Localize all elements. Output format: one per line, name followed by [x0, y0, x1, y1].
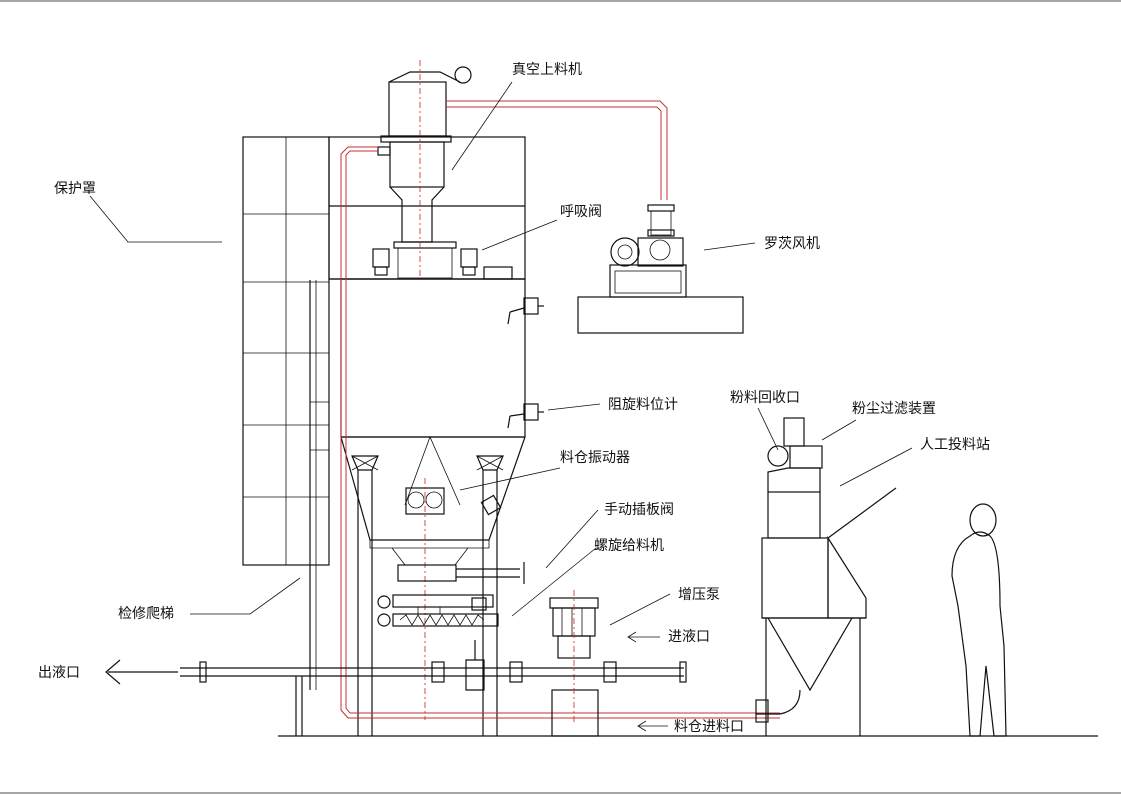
label-booster-pump: 增压泵	[678, 587, 720, 603]
booster-pump	[549, 590, 599, 737]
label-liquid-inlet: 进液口	[668, 629, 710, 645]
label-powder-recovery-port: 粉料回收口	[730, 390, 800, 406]
label-bin-feed-inlet: 料仓进料口	[674, 719, 744, 735]
maintenance-ladder	[309, 280, 329, 690]
label-dust-filter: 粉尘过滤装置	[852, 401, 936, 417]
label-manual-feeding-station: 人工投料站	[920, 437, 990, 453]
label-bin-vibrator: 料仓振动器	[560, 450, 630, 466]
bin-feed-arrow	[637, 720, 668, 732]
silo-legs	[351, 455, 504, 736]
label-vacuum-loader: 真空上料机	[512, 62, 582, 78]
label-breather-valve: 呼吸阀	[560, 204, 602, 220]
bin-vibrator	[405, 478, 502, 720]
bin-feed-pipe	[340, 146, 780, 719]
vacuum-loader	[377, 60, 472, 280]
operator-figure	[951, 503, 1007, 737]
label-roots-blower: 罗茨风机	[764, 236, 820, 252]
manual-gate-valve	[397, 562, 525, 584]
outlet-arrow	[105, 659, 178, 685]
vacuum-pipe	[446, 100, 668, 200]
outlet-supports	[295, 676, 303, 736]
label-rotary-level-meter: 阻旋料位计	[608, 397, 678, 413]
leader-lines	[89, 81, 913, 626]
label-liquid-outlet: 出液口	[38, 665, 80, 681]
label-screw-feeder: 螺旋给料机	[594, 538, 664, 554]
level-meter-upper	[507, 297, 544, 325]
screw-feeder	[377, 594, 499, 627]
roots-blower	[577, 204, 744, 334]
label-protective-cover: 保护罩	[54, 181, 96, 197]
feeding-station	[755, 417, 897, 736]
silo	[328, 136, 526, 566]
label-manual-gate-valve: 手动插板阀	[604, 502, 674, 518]
top-motors	[372, 248, 513, 280]
protective-cover	[242, 136, 330, 566]
label-maintenance-ladder: 检修爬梯	[118, 606, 174, 622]
liquid-pipeline	[180, 640, 687, 691]
inlet-arrow	[627, 631, 660, 643]
level-meter-lower	[507, 403, 544, 429]
